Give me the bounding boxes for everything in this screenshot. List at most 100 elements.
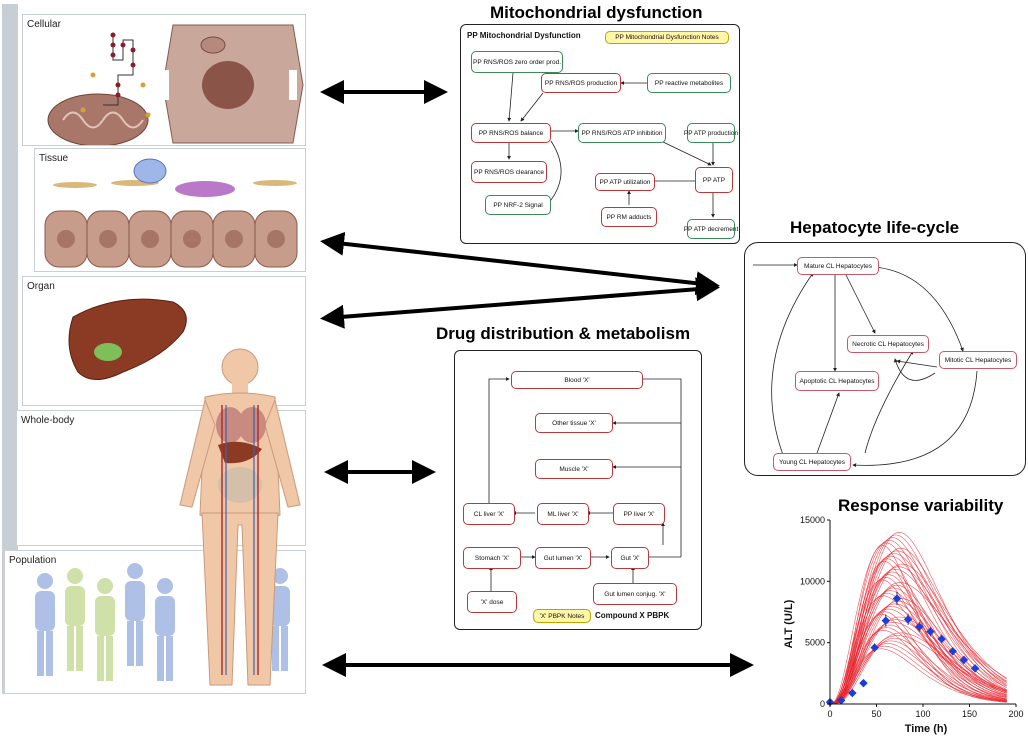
- simulation-line: [829, 542, 1007, 705]
- mito-model-box: PP Mitochondrial Dysfunction PP Mitochon…: [460, 24, 740, 244]
- node-atp: PP ATP: [695, 167, 733, 193]
- observed-points: [825, 591, 980, 707]
- x-tick-label: 0: [827, 709, 832, 719]
- node-rns-clearance: PP RNS/ROS clearance: [471, 161, 547, 183]
- simulation-line: [830, 545, 1007, 705]
- y-axis-label: ALT (U/L): [783, 599, 795, 648]
- drug-model-box: Blood 'X' Other tissue 'X' Muscle 'X' CL…: [454, 350, 702, 630]
- node-gut-lumen: Gut lumen 'X': [535, 547, 591, 569]
- node-mitotic-hepatocytes: Mitotic CL Hepatocytes: [939, 351, 1017, 369]
- hepato-edges: [753, 263, 978, 468]
- node-rm-adducts: PP RM adducts: [601, 207, 657, 227]
- observed-point: [970, 664, 980, 673]
- node-dose: 'X' dose: [467, 591, 517, 613]
- cellular-illustration: [47, 24, 304, 145]
- alt-response-chart: 0 50 100 150 200 0 5000 10000 15000 ALT (U/L) Ti…: [783, 515, 1024, 735]
- tissue-level-panel: Tissue: [34, 148, 306, 272]
- node-pp-liver: PP liver 'X': [613, 503, 665, 525]
- response-title: Response variability: [838, 496, 1004, 515]
- node-atp-decrement: PP ATP decrement: [684, 219, 738, 239]
- node-stomach: Stomach 'X': [463, 547, 521, 569]
- node-apoptotic-hepatocytes: Apoptotic CL Hepatocytes: [795, 371, 879, 391]
- observed-point: [881, 616, 891, 625]
- node-atp-utilization: PP ATP utilization: [595, 173, 655, 191]
- mito-title: Mitochondrial dysfunction: [490, 3, 703, 22]
- x-axis-label: Time (h): [905, 723, 948, 735]
- simulation-line: [830, 571, 1007, 705]
- simulation-line: [829, 635, 1007, 705]
- drug-title: Drug distribution & metabolism: [436, 324, 691, 343]
- x-tick-label: 200: [1008, 709, 1023, 719]
- node-muscle: Muscle 'X': [535, 459, 613, 479]
- mito-box-title: PP Mitochondrial Dysfunction: [467, 31, 581, 40]
- tissue-illustration: [44, 158, 298, 268]
- observed-point: [836, 696, 846, 705]
- drug-box-title: Compound X PBPK: [595, 611, 670, 620]
- simulation-line: [830, 563, 1007, 705]
- node-gut-conjugate: Gut lumen conjug. 'X': [593, 583, 677, 605]
- population-illustration: [35, 563, 290, 681]
- node-gut: Gut 'X': [611, 547, 649, 569]
- node-other-tissue: Other tissue 'X': [535, 413, 613, 433]
- x-tick-label: 50: [871, 709, 881, 719]
- chart-axes: 0 50 100 150 200 0 5000 10000 15000: [800, 515, 1024, 719]
- simulation-line: [829, 568, 1007, 705]
- simulation-line: [830, 531, 1007, 705]
- simulation-line: [830, 600, 1007, 705]
- population-label: Population: [9, 555, 57, 566]
- node-reactive-metabolites: PP reactive metabolites: [647, 73, 731, 93]
- simulation-line: [830, 587, 1007, 705]
- simulation-line: [829, 621, 1007, 705]
- node-mature-hepatocytes: Mature CL Hepatocytes: [797, 257, 879, 275]
- cellular-label: Cellular: [27, 19, 61, 30]
- observed-point: [915, 622, 924, 631]
- node-ml-liver: ML liver 'X': [537, 503, 589, 525]
- hepato-title: Hepatocyte life-cycle: [790, 218, 960, 237]
- observed-point: [948, 647, 958, 656]
- organ-label: Organ: [27, 281, 55, 292]
- organ-level-panel: Organ: [22, 276, 306, 406]
- mito-edges: [507, 72, 715, 218]
- y-tick-label: 5000: [805, 638, 825, 648]
- observed-point: [870, 643, 879, 652]
- simulation-lines: [829, 531, 1007, 705]
- liver-illustration: [68, 298, 187, 380]
- human-body-illustration: [179, 348, 301, 686]
- simulation-line: [830, 627, 1007, 705]
- tissue-label: Tissue: [39, 153, 69, 164]
- drug-edges: [488, 377, 682, 591]
- simulation-line: [829, 539, 1007, 705]
- node-blood: Blood 'X': [511, 371, 643, 389]
- drug-notes-tag: 'X' PBPK Notes: [533, 609, 591, 623]
- observed-point: [859, 678, 868, 688]
- mito-notes-tag: PP Mitochondrial Dysfunction Notes: [605, 31, 729, 44]
- node-atp-production: PP ATP production: [684, 123, 738, 143]
- node-nrf2-signal: PP NRF-2 Signal: [485, 195, 551, 215]
- x-tick-label: 150: [962, 709, 977, 719]
- node-atp-inhibition: PP RNS/ROS ATP inhibition: [578, 123, 666, 143]
- observed-point: [959, 655, 969, 665]
- scale-axis-bar: [2, 4, 18, 694]
- hepato-model-box: Mature CL Hepatocytes Necrotic CL Hepato…: [744, 242, 1026, 476]
- simulation-line: [829, 648, 1007, 705]
- node-young-hepatocytes: Young CL Hepatocytes: [773, 453, 851, 471]
- x-tick-label: 100: [915, 709, 930, 719]
- y-tick-label: 10000: [800, 576, 825, 586]
- node-cl-liver: CL liver 'X': [463, 503, 515, 525]
- simulation-line: [830, 584, 1007, 705]
- tissue-hepatocyte-arrow: [320, 231, 720, 296]
- observed-point: [903, 615, 913, 624]
- cellular-level-panel: Cellular: [22, 14, 306, 146]
- biological-scale-panel: Cellular Tissue: [0, 0, 312, 696]
- node-rns-balance: PP RNS/ROS balance: [471, 123, 551, 143]
- observed-point: [937, 634, 946, 644]
- y-tick-label: 0: [820, 699, 825, 709]
- observed-point: [892, 594, 902, 603]
- organ-hepatocyte-arrow: [320, 277, 720, 329]
- whole-body-label: Whole-body: [21, 415, 75, 426]
- node-rns-zero-order: PP RNS/ROS zero order prod.: [471, 51, 563, 73]
- y-tick-label: 15000: [800, 515, 825, 525]
- node-rns-production: PP RNS/ROS production: [541, 73, 621, 93]
- node-necrotic-hepatocytes: Necrotic CL Hepatocytes: [847, 335, 929, 353]
